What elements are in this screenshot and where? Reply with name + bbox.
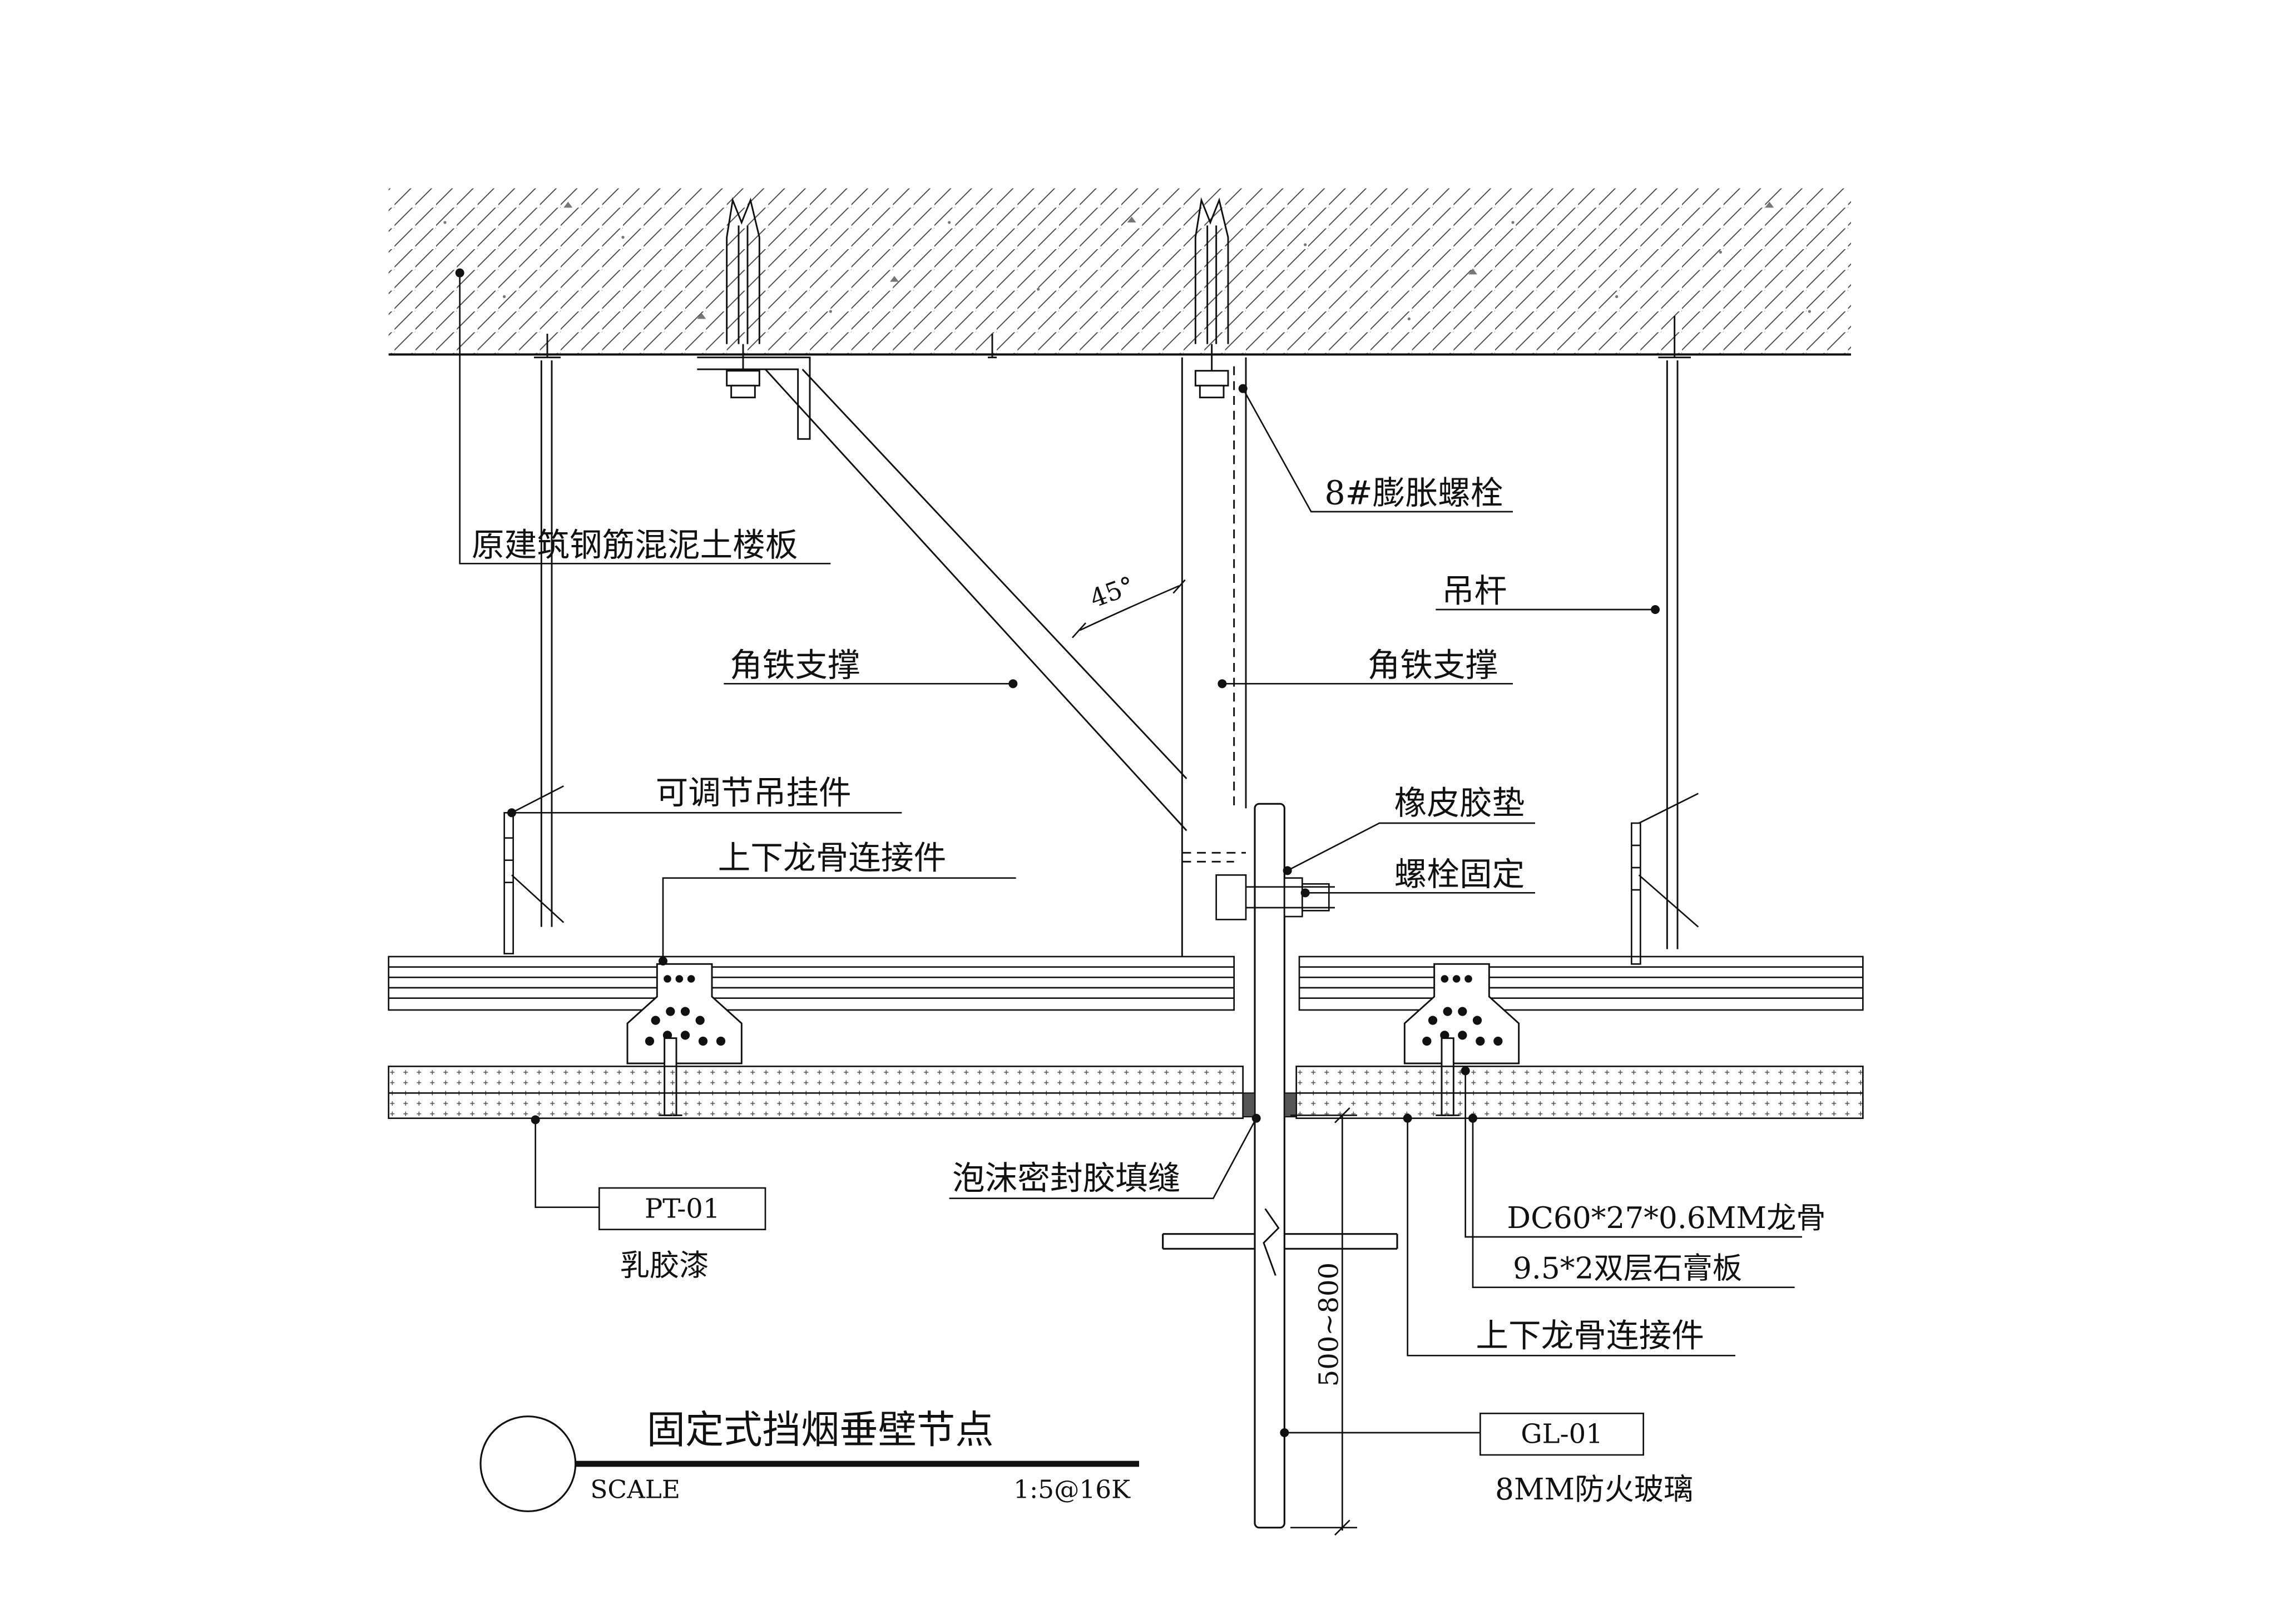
expansion-anchor-right	[1194, 197, 1229, 399]
label-adjustable-hanger: 可调节吊挂件	[656, 774, 852, 811]
keel-board-left	[388, 955, 1235, 1011]
label-bolt-fix: 螺栓固定	[1394, 855, 1525, 893]
label-connector-top: 上下龙骨连接件	[718, 839, 947, 877]
angle-45-arc	[1072, 579, 1186, 638]
tag-pt01: PT-01 乳胶漆	[598, 1187, 766, 1283]
fire-glass-panel	[1162, 803, 1398, 1529]
tag-pt01-code: PT-01	[645, 1193, 720, 1224]
label-slab: 原建筑钢筋混泥土楼板	[472, 526, 798, 564]
angle-iron-diagonal-brace	[697, 357, 1187, 831]
dimension-line	[1290, 1107, 1357, 1536]
label-connector-bottom: 上下龙骨连接件	[1476, 1316, 1704, 1354]
label-angle-brace-right: 角铁支撑	[1368, 646, 1498, 684]
scale-label: SCALE	[590, 1474, 680, 1504]
tag-gl01-name: 8MM防火玻璃	[1495, 1472, 1693, 1507]
label-gypsum: 9.5*2双层石膏板	[1513, 1251, 1742, 1286]
drawing-title: 固定式挡烟垂壁节点	[647, 1408, 994, 1453]
gypsum-board-left	[388, 1066, 1244, 1119]
adjustable-hanger-right	[1630, 793, 1699, 965]
label-angle-brace-left: 角铁支撑	[730, 646, 860, 684]
label-expansion-bolt: 8#膨胀螺栓	[1324, 474, 1503, 512]
label-foam-sealant: 泡沫密封胶填缝	[952, 1160, 1181, 1197]
tag-pt01-name: 乳胶漆	[620, 1247, 709, 1283]
hanger-rods	[534, 316, 1691, 949]
label-hanger-rod: 吊杆	[1442, 572, 1507, 610]
leader-dots	[455, 268, 1660, 1437]
concrete-slab	[388, 188, 1851, 356]
gypsum-board-right	[1295, 1066, 1864, 1119]
tag-gl01: GL-01 8MM防火玻璃	[1479, 1413, 1693, 1507]
expansion-anchor-left	[726, 197, 760, 399]
keel-board-right	[1298, 955, 1864, 1011]
leader-lines	[459, 273, 1802, 1434]
bolt-assembly	[1215, 874, 1335, 920]
label-rubber-gasket: 橡皮胶垫	[1394, 784, 1525, 822]
scale-value: 1:5@16K	[1013, 1474, 1131, 1504]
label-dimension: 500~800	[1313, 1262, 1344, 1387]
tag-gl01-code: GL-01	[1521, 1419, 1603, 1450]
angle-iron-vertical-brace	[1181, 357, 1247, 957]
foam-sealant	[1242, 1092, 1297, 1118]
title-block: 固定式挡烟垂壁节点 SCALE 1:5@16K	[479, 1408, 1139, 1512]
label-keel: DC60*27*0.6MM龙骨	[1507, 1200, 1825, 1235]
